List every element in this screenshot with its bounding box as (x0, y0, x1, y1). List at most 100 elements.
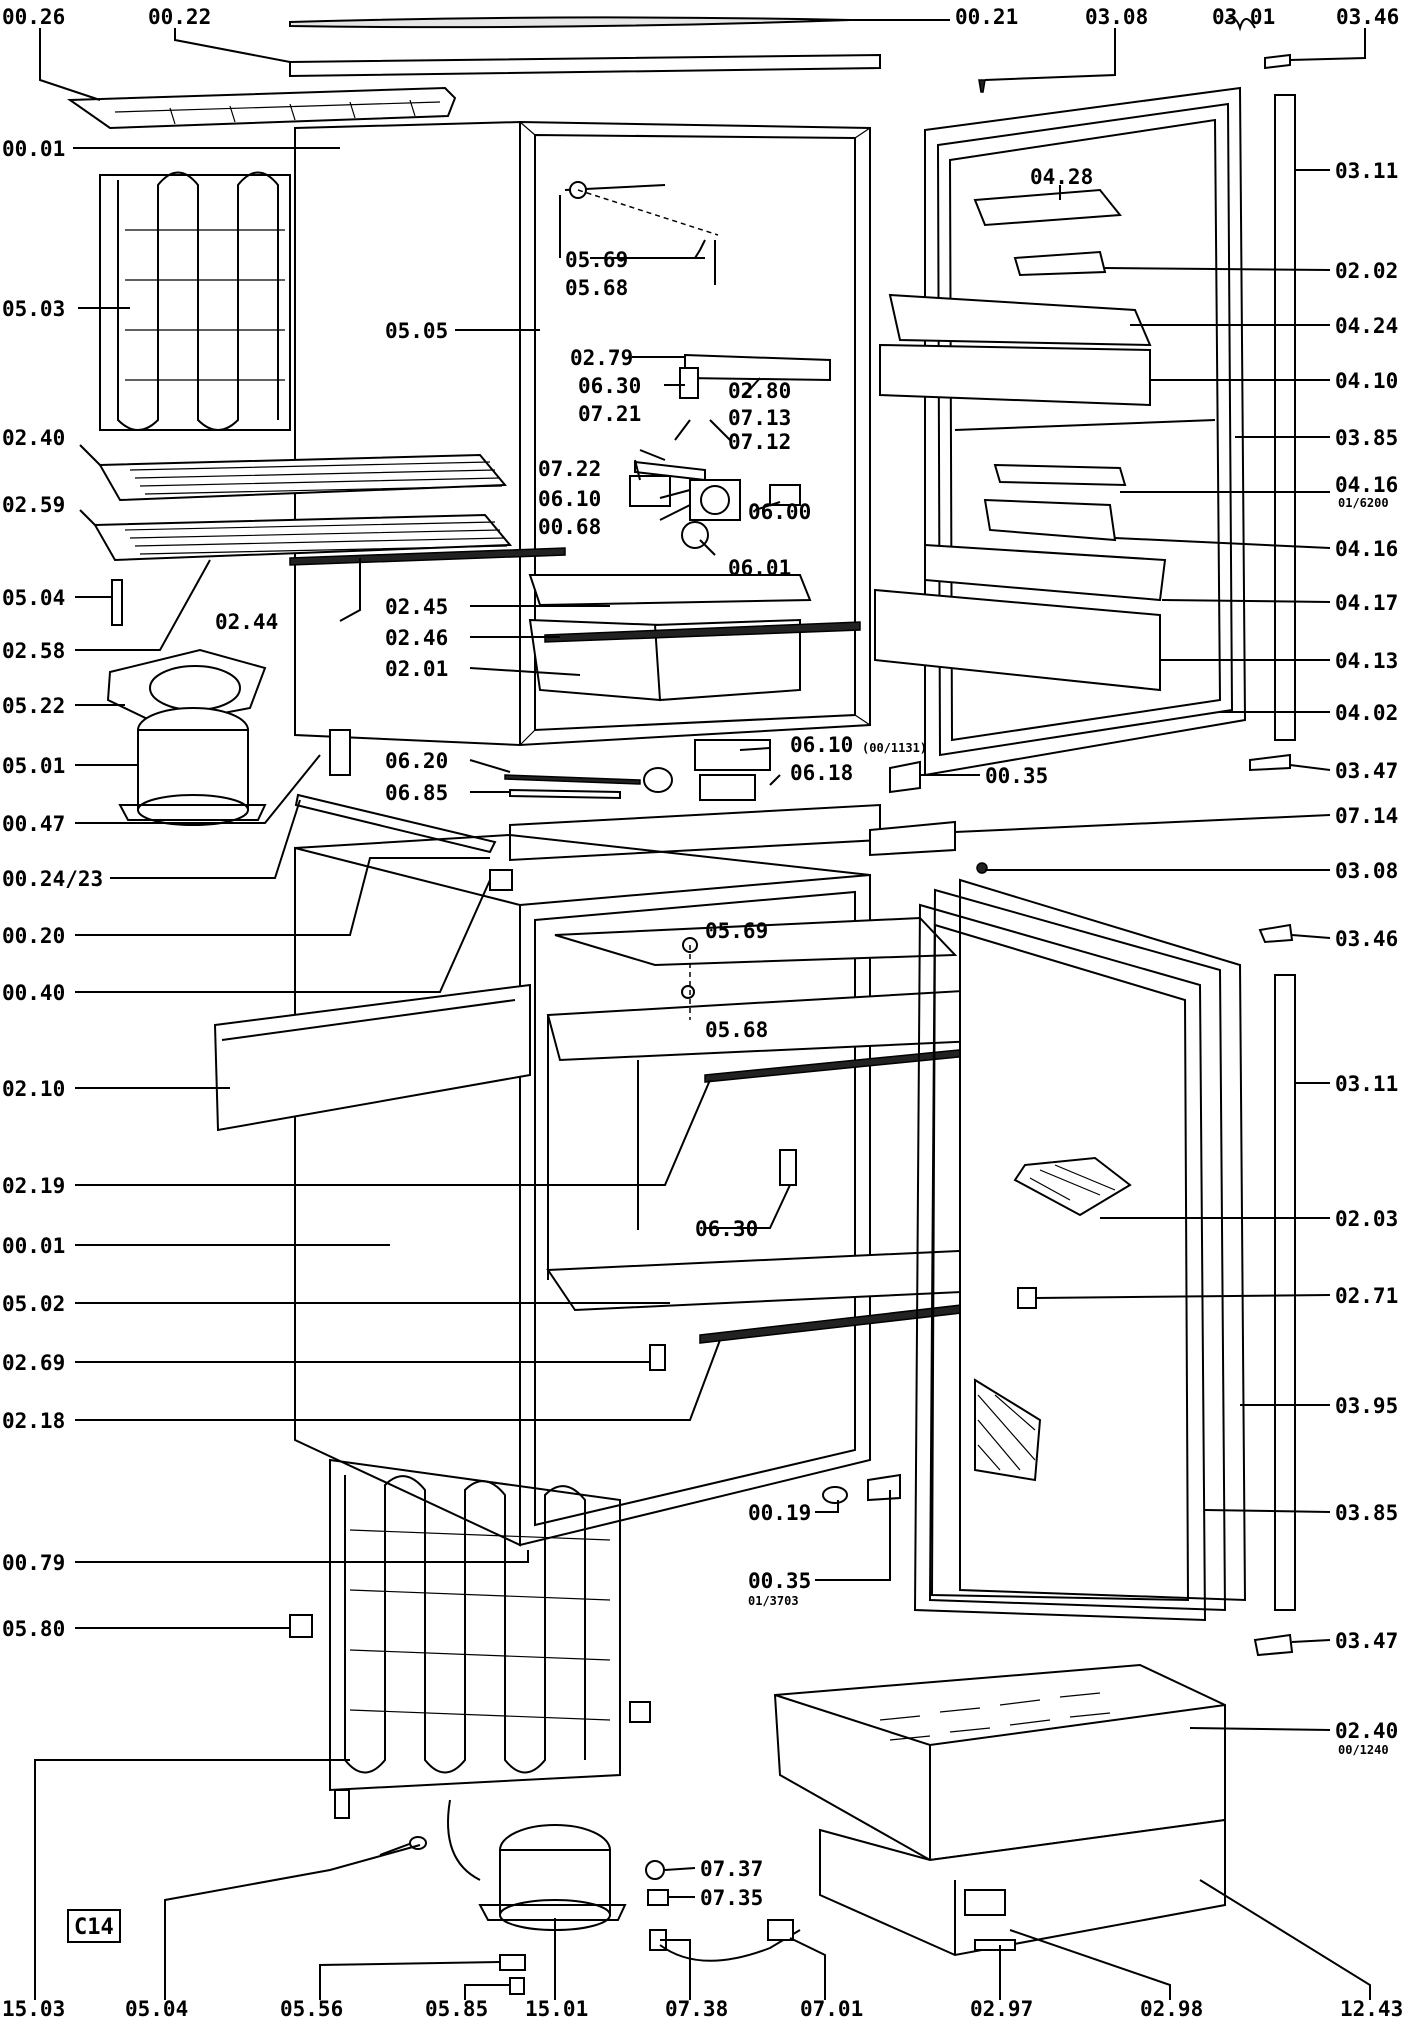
label-02-03: 02.03 (1335, 1207, 1398, 1231)
label-07-12: 07.12 (728, 430, 791, 454)
label-06-01: 06.01 (728, 556, 791, 580)
label-03-01: 03 01 (1212, 5, 1275, 29)
label-03-95: 03.95 (1335, 1394, 1398, 1418)
egg-tray-2 (983, 498, 1117, 542)
label-00-26: 00.26 (2, 5, 65, 29)
label-00-01-lower: 00.01 (2, 1234, 65, 1258)
lower-cabinet-inside (519, 873, 871, 1547)
coupling (643, 767, 673, 793)
crisper-cover (528, 574, 812, 607)
part-labels: 00.26 00.22 00.21 03.08 03 01 03.46 00.0… (2, 5, 1403, 2021)
part-drawings (66, 16, 1296, 1995)
dairy-lid (888, 293, 1152, 347)
label-05-02: 05.02 (2, 1292, 65, 1316)
label-02-44: 02.44 (215, 610, 278, 634)
label-04-16-sub: 01/6200 (1338, 496, 1389, 510)
label-00-40: 00.40 (2, 981, 65, 1005)
label-02-98: 02.98 (1140, 1997, 1203, 2021)
door-trim-upper (1274, 94, 1296, 741)
label-02-59: 02.59 (2, 493, 65, 517)
label-15-03: 15.03 (2, 1997, 65, 2021)
door-lattice (974, 1378, 1042, 1482)
sensor-tube (111, 579, 123, 626)
label-04-17: 04.17 (1335, 591, 1398, 615)
label-02-71: 02.71 (1335, 1284, 1398, 1308)
hinge-03-47-lower (1253, 1633, 1294, 1657)
hinge-bracket-00-35 (889, 760, 921, 794)
label-06-00: 06.00 (748, 500, 811, 524)
lower-condenser-coil (329, 1458, 621, 1792)
label-06-10-lower: 06.10 (790, 733, 853, 757)
door-trim-lower (1274, 974, 1296, 1611)
screw-05-68-lower (681, 985, 695, 999)
butter-dish (1013, 250, 1107, 277)
light-cover (684, 353, 831, 382)
upper-cabinet-side (294, 120, 521, 747)
label-05-68-upper: 05.68 (565, 276, 628, 300)
label-06-85: 06.85 (385, 781, 448, 805)
middle-rail (509, 803, 881, 862)
label-02-46: 02.46 (385, 626, 448, 650)
overload-07-35 (647, 1889, 669, 1906)
divider-bar (294, 793, 497, 854)
label-05-56: 05.56 (280, 1997, 343, 2021)
label-00-20: 00.20 (2, 924, 65, 948)
label-03-47-lower: 03.47 (1335, 1629, 1398, 1653)
label-00-35-lower: 00.35 (748, 1569, 811, 1593)
label-03-85-upper: 03.85 (1335, 426, 1398, 450)
latch-02-69 (649, 1344, 666, 1371)
hinge-03-46 (1258, 923, 1294, 944)
top-cover-strip (289, 16, 851, 29)
label-04-02: 04.02 (1335, 701, 1398, 725)
label-05-04-left: 05.04 (2, 586, 65, 610)
label-00-22: 00.22 (148, 5, 211, 29)
plug (767, 1919, 794, 1941)
label-02-40-sub: 00/1240 (1338, 1743, 1389, 1757)
lower-compressor (447, 1799, 627, 1931)
label-05-80: 05.80 (2, 1617, 65, 1641)
label-05-85: 05.85 (425, 1997, 488, 2021)
bracket-lower (629, 1701, 651, 1723)
label-03-11-upper: 03.11 (1335, 159, 1398, 183)
label-04-16-a: 04.16 (1335, 473, 1398, 497)
crisper-right (653, 618, 801, 702)
label-06-10-upper: 06.10 (538, 487, 601, 511)
label-05-03: 05.03 (2, 297, 65, 321)
label-06-30-lower: 06.30 (695, 1217, 758, 1241)
cap-05-80 (289, 1614, 313, 1638)
label-00-24-23: 00.24/23 (2, 867, 103, 891)
diagram-code-box (67, 1909, 121, 1943)
label-02-45: 02.45 (385, 595, 448, 619)
label-02-69: 02.69 (2, 1351, 65, 1375)
leader-lines (34, 19, 1371, 2000)
label-02-97: 02.97 (970, 1997, 1033, 2021)
label-00-01-upper: 00.01 (2, 137, 65, 161)
adjustable-foot (822, 1486, 848, 1504)
drawer-front-panel (213, 983, 531, 1132)
hinge-lower-upper (1249, 753, 1291, 772)
top-strip (289, 53, 881, 78)
label-02-02: 02.02 (1335, 259, 1398, 283)
drier-holder (334, 1789, 350, 1819)
label-02-40-right: 02.40 (1335, 1719, 1398, 1743)
label-05-69-upper: 05.69 (565, 248, 628, 272)
screw-03-08-lower (976, 862, 988, 874)
label-06-10-sub: (00/1131) (862, 741, 927, 755)
label-02-80: 02.80 (728, 379, 791, 403)
diagram-code: C14 (74, 1915, 114, 1940)
control-module (869, 820, 956, 857)
label-04-10: 04.10 (1335, 369, 1398, 393)
label-05-68-lower: 05.68 (705, 1018, 768, 1042)
label-07-01: 07.01 (800, 1997, 863, 2021)
label-07-22: 07.22 (538, 457, 601, 481)
label-07-38: 07.38 (665, 1997, 728, 2021)
label-02-79: 02.79 (570, 346, 633, 370)
transformer-box (694, 739, 771, 771)
label-07-37: 07.37 (700, 1857, 763, 1881)
label-07-21: 07.21 (578, 402, 641, 426)
knob-mount (769, 484, 801, 506)
egg-tray-1 (993, 463, 1127, 487)
label-02-40-left: 02.40 (2, 426, 65, 450)
label-02-58: 02.58 (2, 639, 65, 663)
